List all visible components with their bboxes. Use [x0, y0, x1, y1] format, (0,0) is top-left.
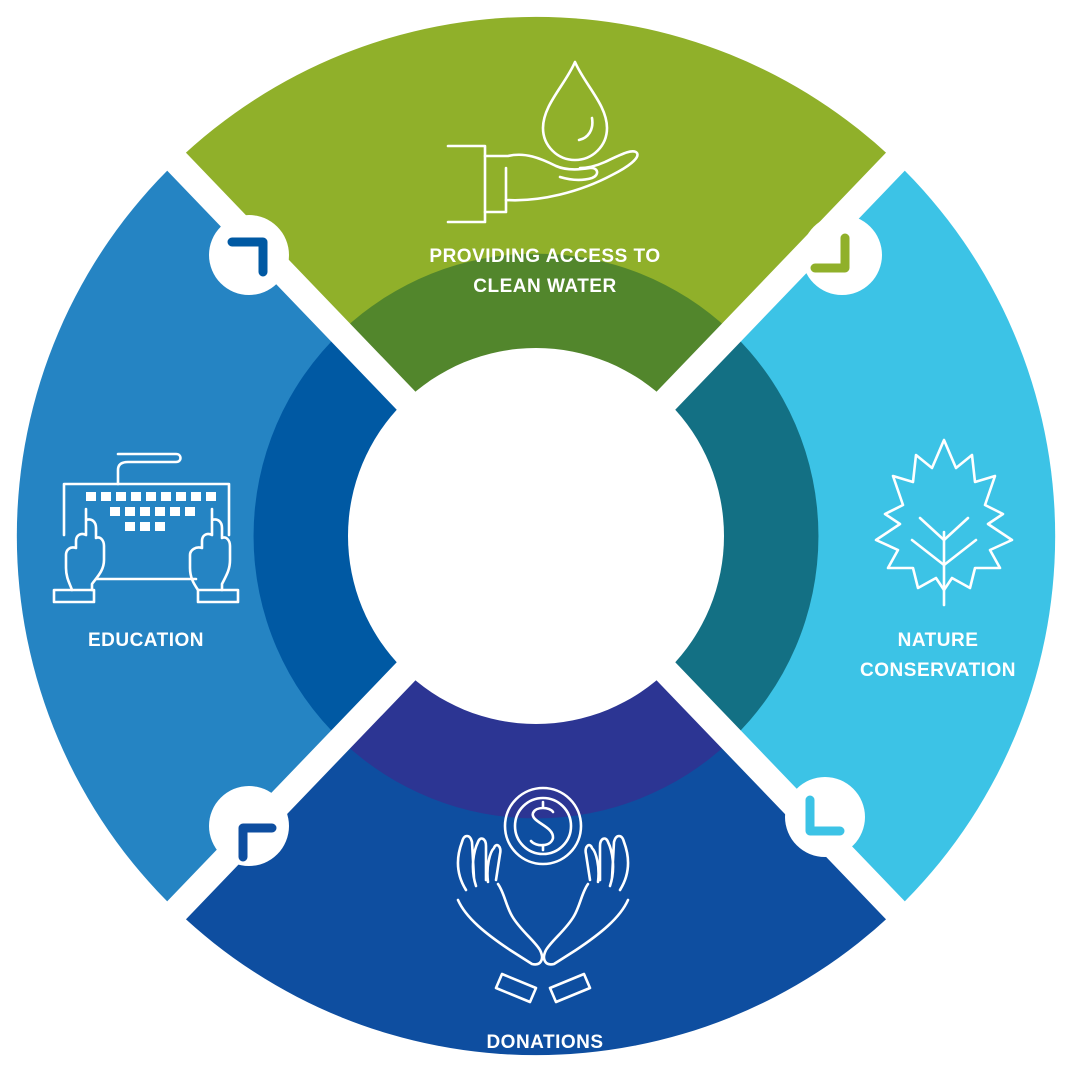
corner-arrow-icon — [238, 823, 277, 862]
keyboard-hands-icon — [52, 452, 240, 604]
center-circle — [348, 348, 724, 724]
corner-connector-bottom-left — [209, 786, 289, 866]
coin-hands-icon — [456, 786, 630, 1004]
water-drop-hand-icon — [446, 60, 639, 224]
segment-bottom-label-line1: DONATIONS — [486, 1032, 603, 1053]
segment-left-label-line1: EDUCATION — [88, 630, 204, 651]
corner-connector-top-right — [802, 215, 882, 295]
corner-connector-bottom-right — [785, 777, 865, 857]
segment-right-label-line2: CONSERVATION — [860, 660, 1016, 681]
segment-right-label-line1: NATURE — [898, 630, 979, 651]
leaf-icon — [874, 438, 1014, 607]
corner-arrow-icon — [810, 233, 850, 273]
corner-arrow-icon — [805, 795, 845, 836]
corner-connector-top-left — [209, 215, 289, 295]
corner-arrow-icon — [227, 237, 268, 277]
segment-top-label-line1: PROVIDING ACCESS TO — [429, 246, 660, 267]
segment-top-label-line2: CLEAN WATER — [473, 276, 616, 297]
corner-circle — [209, 215, 289, 295]
corner-circle — [785, 777, 865, 857]
